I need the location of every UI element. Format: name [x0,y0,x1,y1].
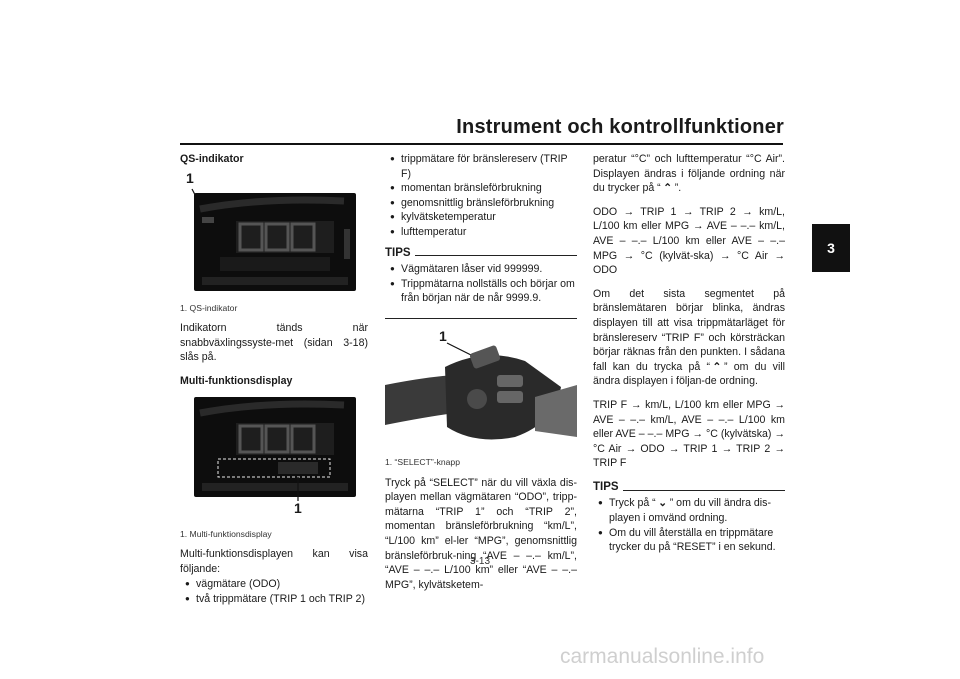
page-header-title: Instrument och kontrollfunktioner [456,116,784,138]
list-item: Om du vill återställa en trippmätare try… [593,526,785,555]
callout-leader-line [297,476,299,501]
multifunction-display-figure: 1 [180,392,368,523]
dashboard-display-image [194,192,356,291]
qs-indicator-figure: 1 [180,169,368,297]
list-item: Vägmätaren låser vid 999999. [385,262,577,277]
list-item: momentan bränsleförbrukning [385,181,577,196]
tips-label: TIPS [385,246,411,259]
tips-box: TIPS Vägmätaren låser vid 999999. Trippm… [385,246,577,319]
paragraph: peratur “°C” och lufttemperatur “°C Air”… [593,153,785,195]
multifunction-heading: Multi-funktionsdisplay [180,374,293,387]
column-1: QS-indikator 1 1. QS-indikator Indikator… [180,152,368,613]
qs-description: Indikatorn tänds när snabbväxlingssyste-… [180,322,368,364]
chevron-down-icon: ⌄ [658,497,668,510]
figure-callout: 1 [439,327,447,344]
page-number: 3-13 [470,556,491,567]
select-description: Tryck på “SELECT” när du vill växla dis-… [385,476,577,591]
tips-label: TIPS [593,480,619,493]
chevron-up-icon: ⌃ [663,182,673,195]
figure-callout: 1 [186,169,194,186]
chevron-up-icon: ⌃ [712,360,722,373]
list-item: Trippmätarna nollställs och börjar om fr… [385,277,577,306]
figure-callout: 1 [294,499,302,516]
multifunction-list: vägmätare (ODO) två trippmätare (TRIP 1 … [180,577,368,606]
tips-box: TIPS Tryck på “⌄” om du vill ändra dis-p… [593,480,785,567]
paragraph: ODO → TRIP 1 → TRIP 2 → km/L, L/100 km e… [593,205,785,277]
column-2: trippmätare för bränslereserv (TRIP F) m… [385,152,577,601]
header-rule [180,143,783,145]
list-item: kylvätsketemperatur [385,210,577,225]
watermark: carmanualsonline.info [560,645,765,668]
paragraph: Om det sista segmentet på bränslemätaren… [593,287,786,388]
paragraph: TRIP F → km/L, L/100 km eller MPG → AVE … [593,398,785,470]
chapter-tab: 3 [812,224,850,272]
qs-heading: QS-indikator [180,153,244,165]
list-item: Tryck på “⌄” om du vill ändra dis-playen… [593,496,785,525]
dashboard-display-image [194,396,356,497]
list-item: genomsnittlig bränsleförbrukning [385,196,577,211]
tips-list: Tryck på “⌄” om du vill ändra dis-playen… [593,496,785,554]
column-3: peratur “°C” och lufttemperatur “°C Air”… [593,152,785,575]
list-item: vägmätare (ODO) [180,577,368,592]
list-item: trippmätare för bränslereserv (TRIP F) [385,152,577,181]
figure-caption: 1. Multi-funktionsdisplay [180,528,272,539]
list-item: lufttemperatur [385,225,577,240]
tips-list: Vägmätaren låser vid 999999. Trippmätarn… [385,262,577,306]
list-item: två trippmätare (TRIP 1 och TRIP 2) [180,592,368,607]
multifunction-intro: Multi-funktionsdisplayen kan visa följan… [180,548,368,575]
handlebar-switch-image [385,342,577,440]
figure-caption: 1. “SELECT”-knapp [385,456,460,467]
select-button-figure: 1 [385,326,577,451]
figure-caption: 1. QS-indikator [180,302,238,313]
display-items-list: trippmätare för bränslereserv (TRIP F) m… [385,152,577,240]
